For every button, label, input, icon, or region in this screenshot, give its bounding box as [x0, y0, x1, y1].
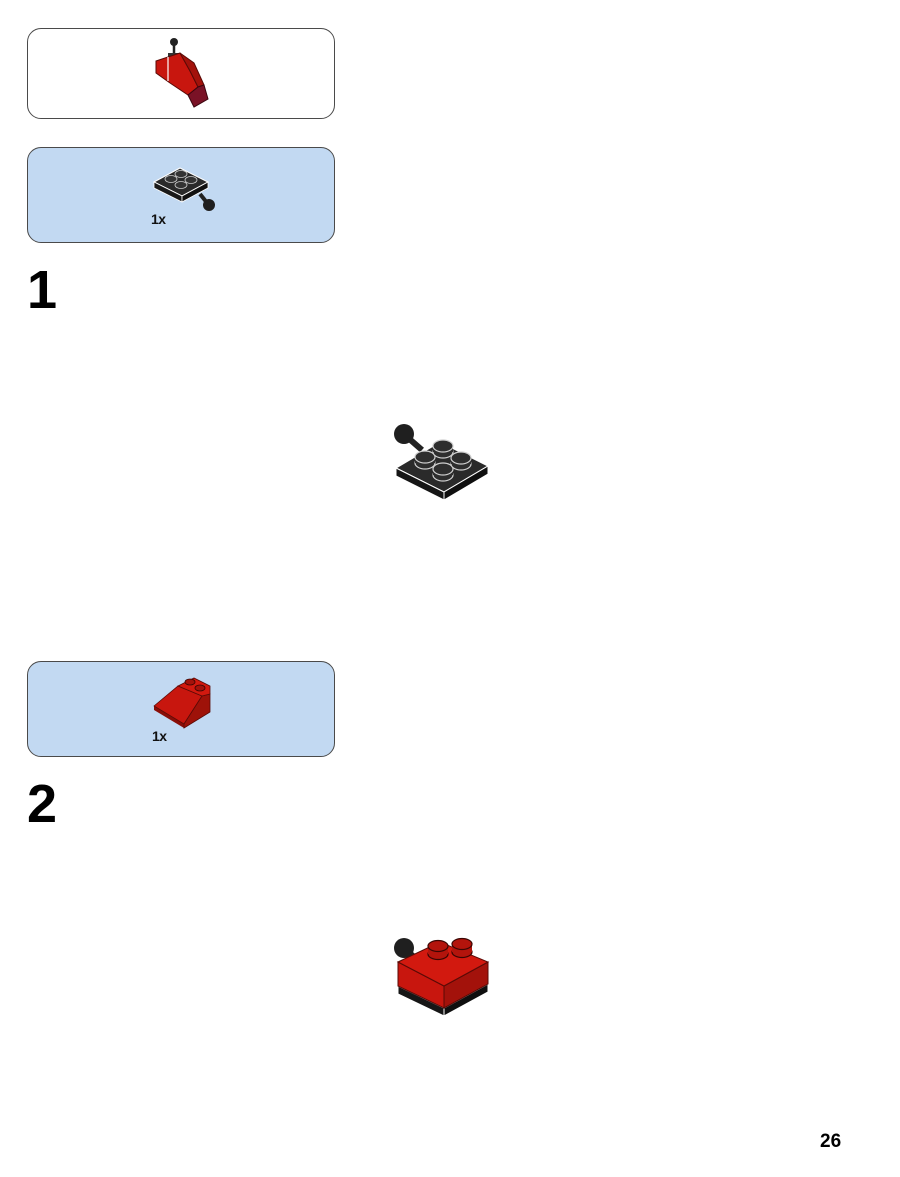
red-slope-on-black-plate-icon	[394, 937, 490, 1017]
submodel-callout	[27, 28, 335, 119]
part-quantity: 1x	[151, 211, 166, 227]
page-number: 26	[820, 1131, 842, 1152]
red-slope-2x2-icon	[153, 677, 211, 729]
black-plate-assembly-icon	[394, 424, 490, 501]
red-slope-assembly-icon	[155, 38, 209, 108]
step-number-1: 1	[27, 260, 58, 320]
parts-list-step-1: 1x	[27, 147, 335, 243]
step-number-2: 2	[27, 774, 58, 834]
parts-list-step-2: 1x	[27, 661, 335, 757]
part-quantity: 1x	[152, 728, 167, 744]
black-plate-2x2-with-towball-icon	[152, 167, 215, 211]
